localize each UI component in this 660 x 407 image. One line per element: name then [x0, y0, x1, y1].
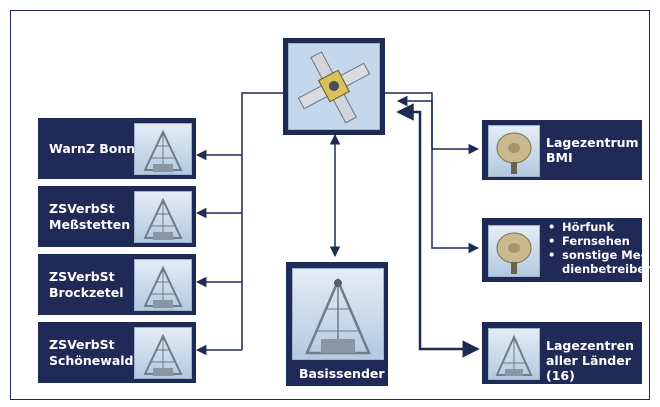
medien-item-sonstige-cont: dienbetreiber [562, 262, 651, 276]
bullet-dot: • [548, 248, 556, 262]
antenna-tower-icon [488, 328, 540, 380]
node-lagezentrum-bmi: Lagezentrum BMI [482, 120, 642, 180]
node-zsverbst-schoenewalde: ZSVerbSt Schönewalde [38, 322, 196, 383]
lagezentrum-bmi-label-line2: BMI [546, 150, 573, 165]
lagezentren-laender-label-line1: Lagezentren [546, 338, 634, 353]
node-basissender: Basissender [286, 262, 388, 386]
messstetten-label-line1: ZSVerbSt [49, 201, 115, 216]
antenna-tower-icon [134, 191, 192, 243]
antenna-tower-icon [292, 268, 384, 360]
schoenewalde-label-line1: ZSVerbSt [49, 337, 115, 352]
messstetten-label-line2: Meßstetten [49, 217, 131, 232]
satellite-dish-icon [488, 225, 540, 277]
bullet-dot: • [548, 220, 556, 234]
brockzetel-label-line1: ZSVerbSt [49, 269, 115, 284]
satellite-dish-icon [488, 125, 540, 177]
lagezentren-laender-label-line2: aller Länder (16) [546, 353, 631, 383]
antenna-tower-icon [134, 259, 192, 311]
lagezentrum-bmi-label-line1: Lagezentrum [546, 135, 639, 150]
satellite-icon [288, 43, 380, 130]
bullet-dot: • [548, 234, 556, 248]
medien-item-sonstige: sonstige Me- [562, 248, 646, 262]
antenna-tower-icon [134, 327, 192, 379]
node-warnz-bonn: WarnZ Bonn [38, 118, 196, 179]
warnz-bonn-label: WarnZ Bonn [49, 141, 136, 156]
node-medien [482, 218, 642, 282]
basissender-label: Basissender [299, 366, 385, 381]
node-lagezentren-laender: Lagezentren aller Länder (16) [482, 322, 642, 384]
medien-item-fernsehen: Fernsehen [562, 234, 630, 248]
brockzetel-label-line2: Brockzetel [49, 285, 124, 300]
satellite-node [283, 38, 385, 135]
node-zsverbst-brockzetel: ZSVerbSt Brockzetel [38, 254, 196, 315]
antenna-tower-icon [134, 123, 192, 175]
schoenewalde-label-line2: Schönewalde [49, 353, 142, 368]
node-zsverbst-messstetten: ZSVerbSt Meßstetten [38, 186, 196, 247]
medien-item-hoerfunk: Hörfunk [562, 220, 615, 234]
